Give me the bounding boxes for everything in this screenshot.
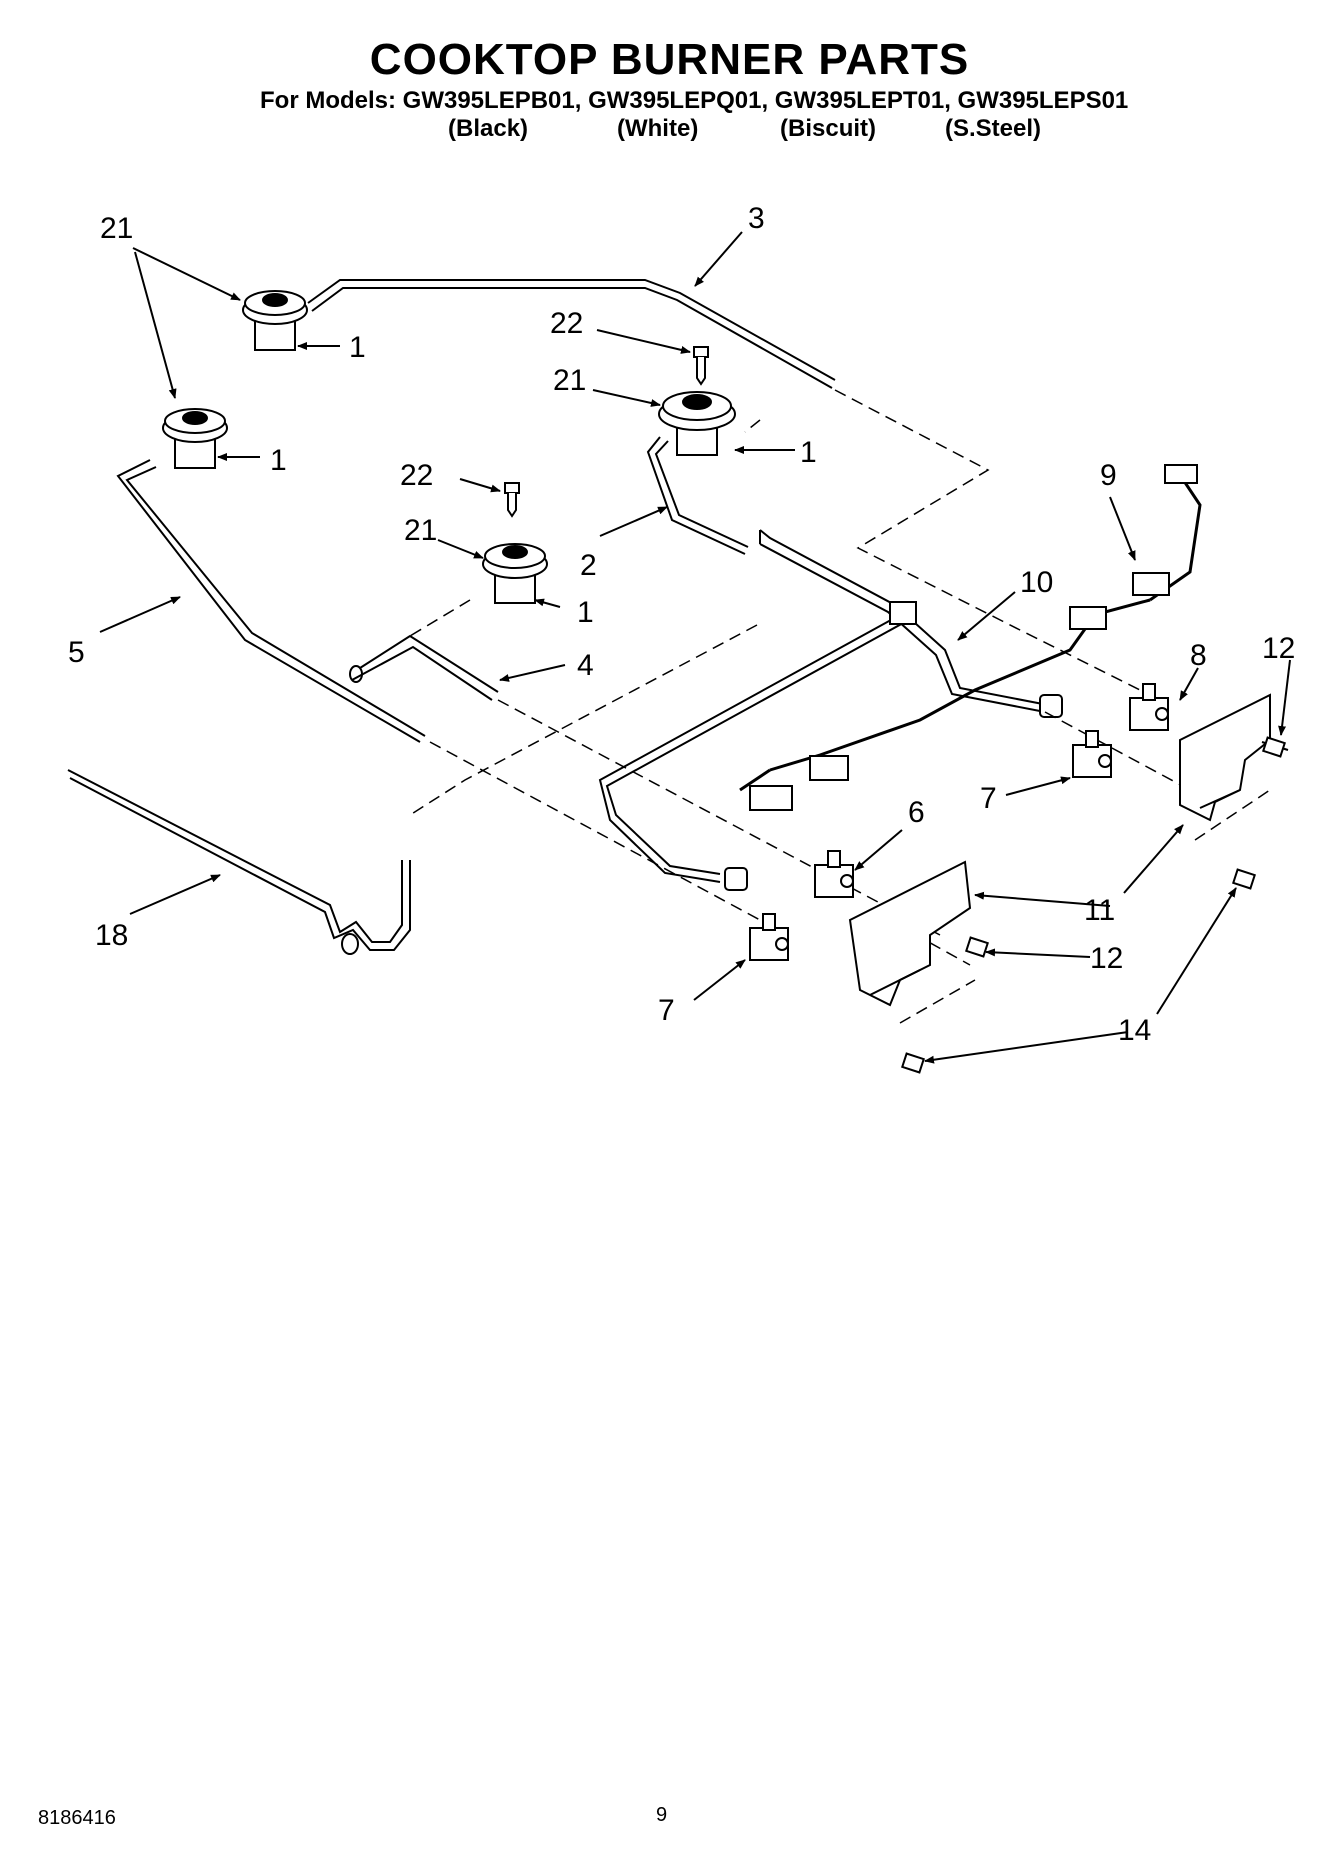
screw-22-center [504,482,520,518]
color-label-biscuit: (Biscuit) [780,115,876,142]
igniter-modules [749,464,1198,811]
callout-8: 8 [1190,639,1207,672]
callout-21-center: 21 [404,514,437,547]
callout-6: 6 [908,796,925,829]
tube-3 [307,279,836,389]
color-label-stainless: (S.Steel) [945,115,1042,142]
callout-5: 5 [68,636,85,669]
screw-12-front [965,936,989,958]
burner-base-rear-left [242,290,308,351]
valve-7-rear [1072,730,1112,778]
igniter-harness [739,474,1202,792]
callout-18: 18 [95,919,128,952]
callout-21-rear-left: 21 [100,212,133,245]
callout-1-front-left: 1 [270,444,287,477]
callout-7-front: 7 [658,994,675,1027]
tube-4 [349,634,499,701]
tube-2 [646,436,749,555]
burner-base-rear-right [658,391,736,456]
callout-2: 2 [580,549,597,582]
callout-1-center: 1 [577,596,594,629]
models-line: For Models: GW395LEPB01, GW395LEPQ01, GW… [260,87,1129,114]
document-number: 8186416 [38,1807,116,1829]
screw-12-rear [1261,736,1289,758]
callout-7-rear: 7 [980,782,997,815]
tube-5 [116,459,426,743]
burner-base-center [482,543,548,604]
manifold-pipe [598,529,1063,891]
screw-14-front [901,1052,925,1074]
callout-12-front: 12 [1090,942,1123,975]
bracket-11-right [1179,693,1271,822]
callout-3: 3 [748,202,765,235]
callout-4: 4 [577,649,594,682]
bracket-11-front [848,860,972,1007]
valve-7-front [749,913,789,961]
callout-21-rear-right: 21 [553,364,586,397]
screw-14-rear [1232,868,1256,890]
dashed-guide-lines [409,389,1271,1024]
color-label-black: (Black) [448,115,529,142]
color-label-white: (White) [617,115,699,142]
callout-1-rear-right: 1 [800,436,817,469]
callout-22-rear: 22 [550,307,583,340]
callout-14: 14 [1118,1014,1151,1047]
tube-18 [67,769,411,955]
callout-12-rear: 12 [1262,632,1295,665]
page-title: COOKTOP BURNER PARTS [369,35,970,84]
screw-22-rear [693,346,709,386]
callout-22-center: 22 [400,459,433,492]
page-number: 9 [656,1804,668,1826]
callout-9: 9 [1100,459,1117,492]
burner-base-front-left [162,408,228,469]
valve-6 [814,850,854,898]
callout-10: 10 [1020,566,1053,599]
valve-8 [1129,683,1169,731]
callout-11: 11 [1084,894,1115,927]
callout-1-rear-left: 1 [349,331,366,364]
leader-arrows [99,231,1291,1064]
